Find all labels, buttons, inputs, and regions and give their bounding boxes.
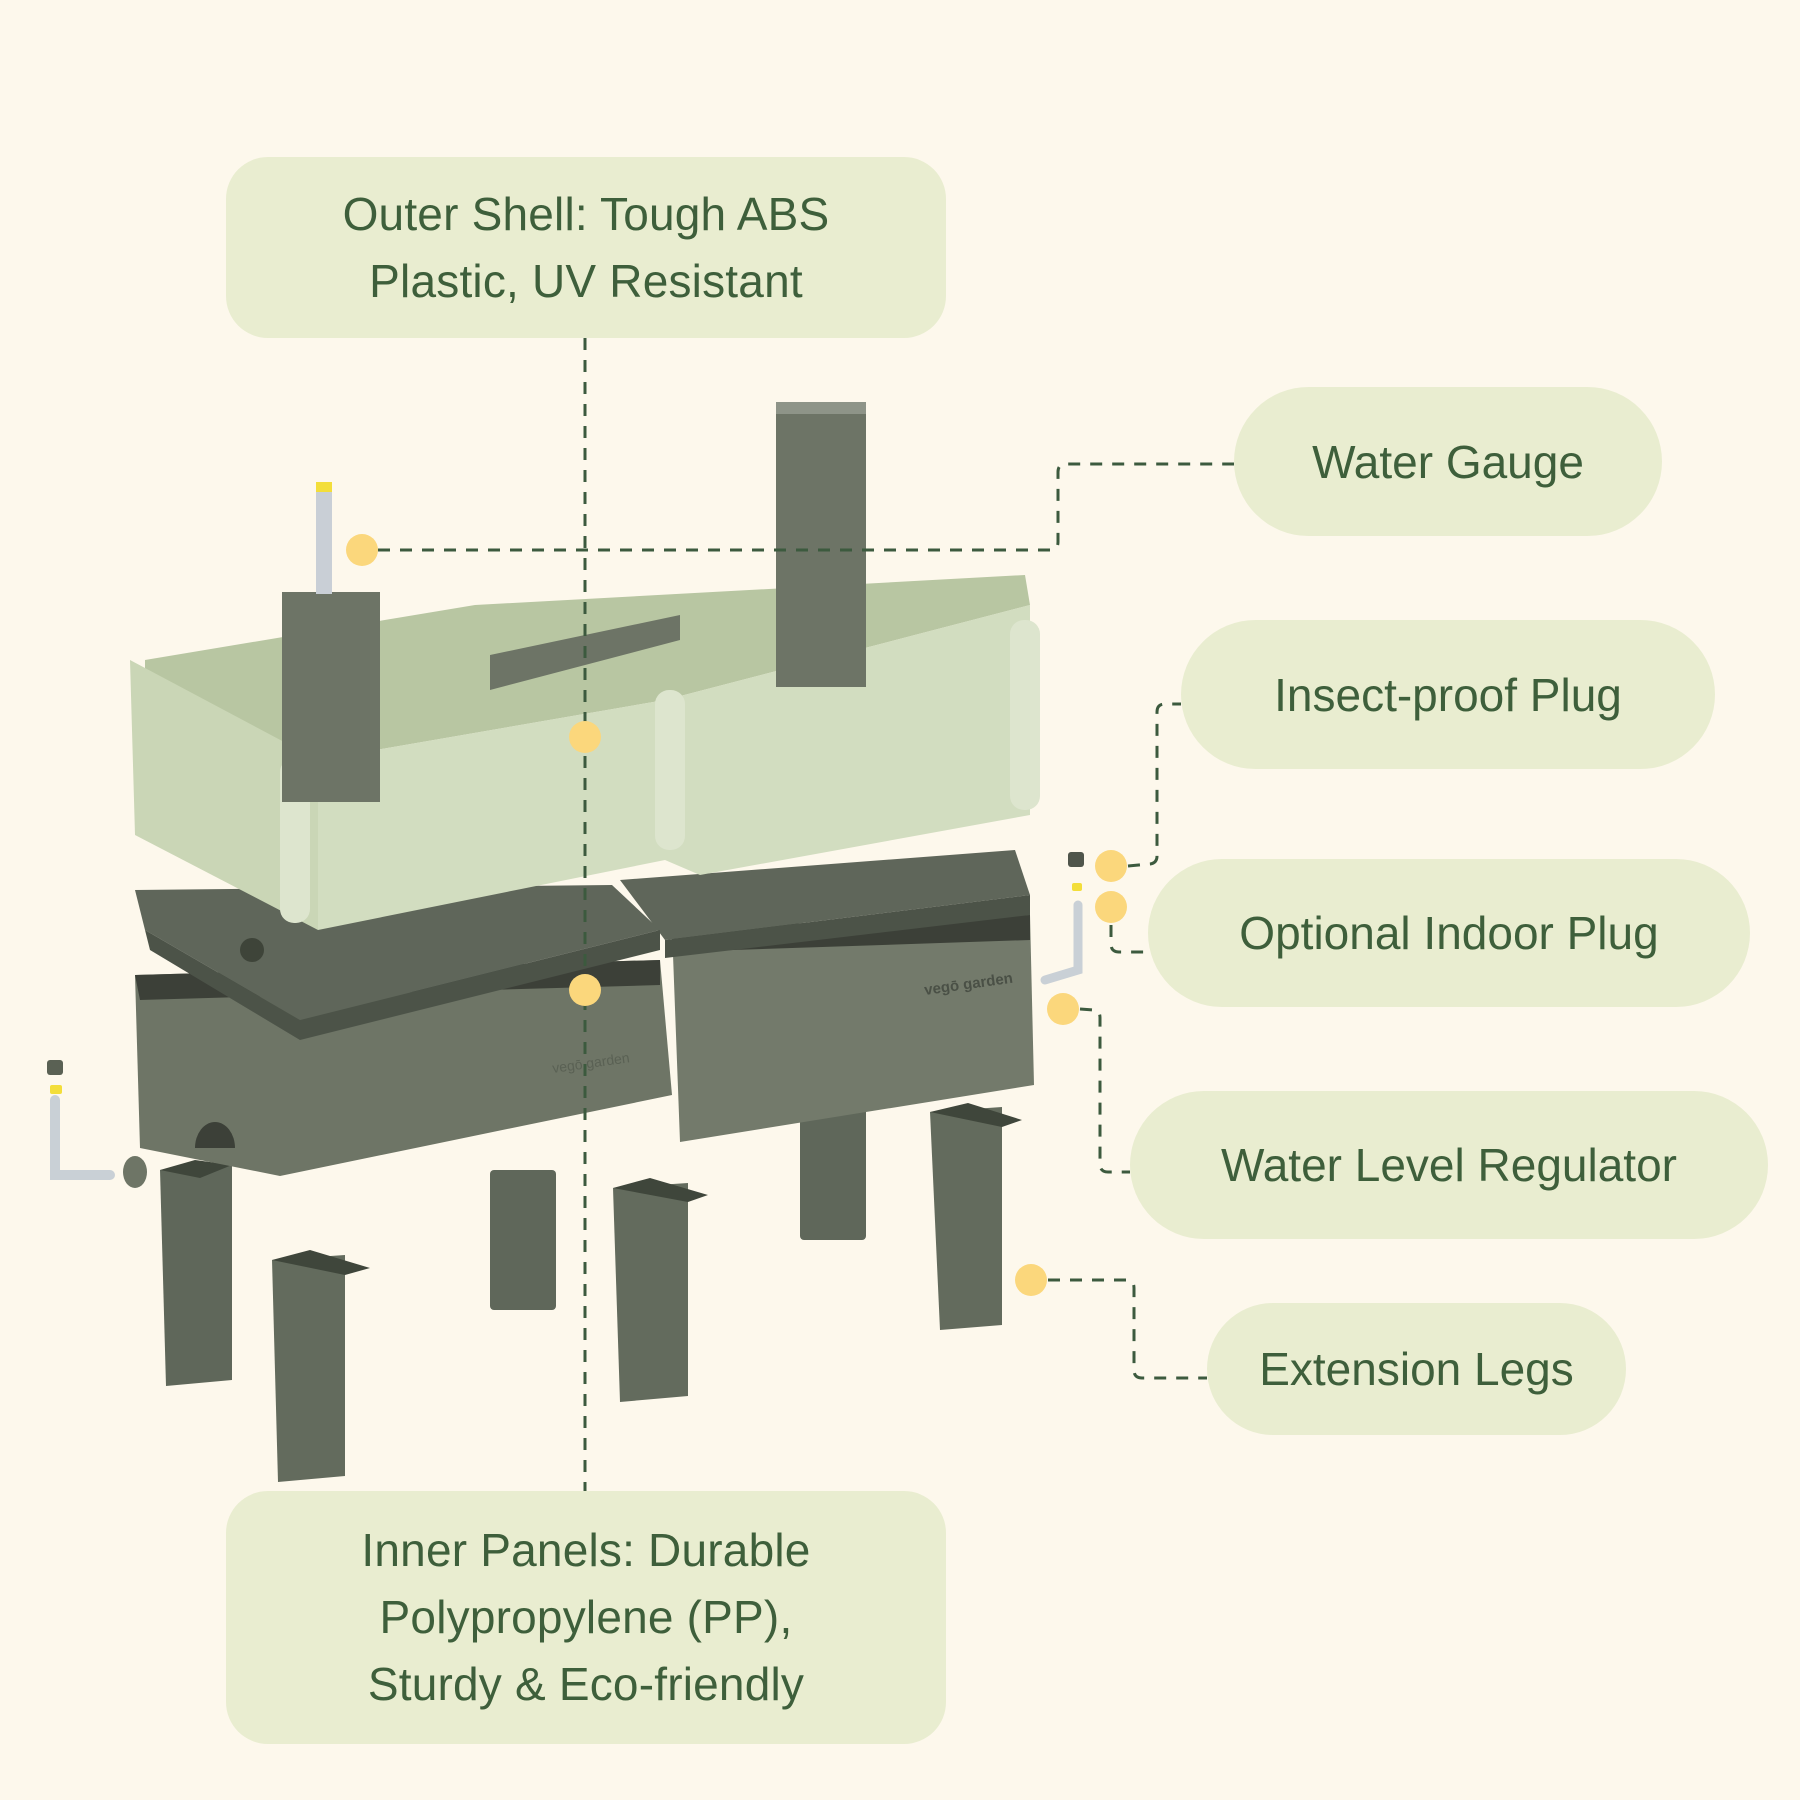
- callout-outer-shell-line-1: Outer Shell: Tough ABS: [342, 187, 830, 240]
- leg-front-right: [930, 1107, 1002, 1330]
- water-gauge-stick: [316, 482, 332, 594]
- callout-legs-label: Extension Legs: [1259, 1343, 1574, 1395]
- marker-legs: [1015, 1264, 1047, 1296]
- callout-outer-shell: Outer Shell: Tough ABS Plastic, UV Resis…: [226, 157, 946, 338]
- callout-inner-panels-line-3: Sturdy & Eco-friendly: [367, 1658, 805, 1710]
- left-yellow-plug: [50, 1085, 62, 1094]
- leg-back-left: [490, 1170, 556, 1310]
- callout-water-gauge-label: Water Gauge: [1312, 435, 1584, 488]
- leg-front-left: [160, 1165, 232, 1386]
- leader-insect-plug: [1127, 702, 1181, 868]
- callout-indoor-plug-label: Optional Indoor Plug: [1239, 907, 1659, 959]
- callout-inner-panels: Inner Panels: Durable Polypropylene (PP)…: [226, 1491, 946, 1744]
- callout-legs: Extension Legs: [1207, 1303, 1626, 1435]
- fill-tower: [776, 402, 866, 687]
- callout-indoor-plug: Optional Indoor Plug: [1148, 859, 1750, 1007]
- right-cap: [1068, 852, 1084, 867]
- leg-front-mid-left: [272, 1255, 345, 1482]
- leg-back-right: [800, 1100, 866, 1240]
- leader-indoor-plug: [1109, 925, 1148, 954]
- marker-water-gauge: [346, 534, 378, 566]
- reservoir-right: [672, 915, 1034, 1142]
- callout-outer-shell-line-2: Plastic, UV Resistant: [369, 254, 803, 307]
- callout-inner-panels-line-1: Inner Panels: Durable: [361, 1524, 811, 1576]
- right-yellow-plug: [1072, 883, 1082, 891]
- callout-regulator-label: Water Level Regulator: [1221, 1139, 1677, 1191]
- marker-outer-shell: [569, 721, 601, 753]
- inner-trays: [135, 850, 1030, 1040]
- markers: [346, 534, 1127, 1296]
- leg-front-mid-right: [613, 1183, 688, 1402]
- extension-legs: [160, 1100, 1022, 1482]
- callout-water-gauge: Water Gauge: [1234, 387, 1662, 536]
- leader-regulator: [1079, 1007, 1130, 1174]
- water-level-regulator-parts: [47, 852, 1084, 1188]
- leader-lines: [378, 338, 1234, 1491]
- callout-regulator: Water Level Regulator: [1130, 1091, 1768, 1239]
- marker-inner-panels: [569, 974, 601, 1006]
- leader-legs: [1048, 1278, 1207, 1380]
- marker-indoor-plug: [1095, 891, 1127, 923]
- left-cap: [47, 1060, 63, 1075]
- marker-insect-plug: [1095, 850, 1127, 882]
- marker-regulator: [1047, 993, 1079, 1025]
- callout-inner-panels-line-2: Polypropylene (PP),: [379, 1591, 793, 1643]
- callout-insect-plug-label: Insect-proof Plug: [1274, 668, 1622, 721]
- callout-insect-plug: Insect-proof Plug: [1181, 620, 1715, 769]
